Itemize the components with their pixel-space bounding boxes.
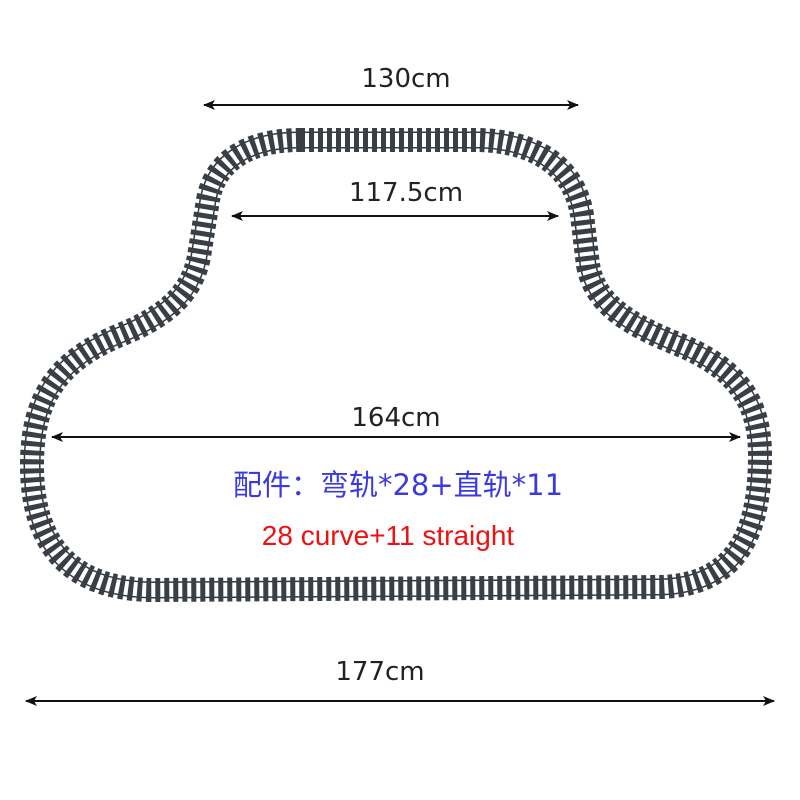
dimension-top-outer: 130cm xyxy=(361,64,451,94)
dimension-bottom: 177cm xyxy=(335,657,425,687)
track-loop xyxy=(19,128,773,603)
dimension-top-inner: 117.5cm xyxy=(348,178,464,208)
dimension-middle: 164cm xyxy=(351,403,441,433)
parts-chinese: 配件：弯轨*28+直轨*11 xyxy=(232,468,564,502)
parts-english: 28 curve+11 straight xyxy=(261,520,515,551)
